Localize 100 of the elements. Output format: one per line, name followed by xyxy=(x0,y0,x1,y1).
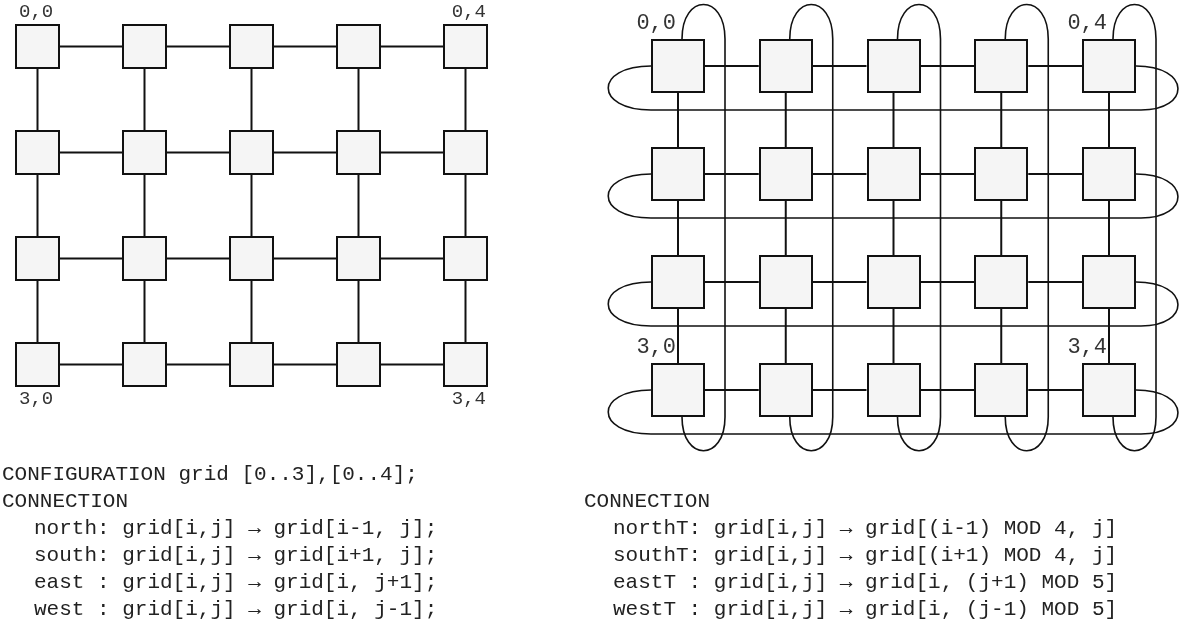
coordinate-label: 3,4 xyxy=(1067,337,1107,359)
code-line: CONNECTION xyxy=(2,489,129,515)
processor-box xyxy=(229,236,274,281)
processor-box xyxy=(122,342,167,387)
processor-box xyxy=(122,236,167,281)
processor-box xyxy=(1082,39,1136,93)
processor-box xyxy=(15,24,60,69)
connector-line xyxy=(59,363,123,366)
connector-line xyxy=(677,92,679,148)
connector-line xyxy=(143,68,146,131)
connector-line xyxy=(357,174,360,237)
processor-box xyxy=(443,130,488,175)
connector-line xyxy=(36,174,39,237)
connector-line xyxy=(273,151,337,154)
coordinate-label: 0,0 xyxy=(636,13,676,35)
processor-box xyxy=(15,130,60,175)
processor-box xyxy=(866,255,921,309)
processor-box xyxy=(866,363,921,417)
code-line: CONFIGURATION grid [0..3],[0..4]; xyxy=(2,462,418,488)
processor-box xyxy=(336,236,381,281)
connector-line xyxy=(1027,173,1083,175)
connector-line xyxy=(1027,281,1083,283)
wraparound-connector xyxy=(607,281,1179,327)
connector-line xyxy=(784,200,787,256)
connector-line xyxy=(273,363,337,366)
connector-line xyxy=(357,68,360,131)
connector-line xyxy=(677,308,679,364)
wraparound-connector xyxy=(788,3,834,452)
connector-line xyxy=(704,65,760,67)
wraparound-connector xyxy=(681,3,726,452)
processor-box xyxy=(974,363,1029,417)
connector-line xyxy=(811,173,868,175)
wraparound-connector xyxy=(1004,3,1050,452)
processor-box xyxy=(651,147,705,201)
code-line: CONNECTION xyxy=(584,489,711,515)
connector-line xyxy=(1000,200,1003,256)
connector-line xyxy=(919,281,976,283)
code-line: westT : grid[i,j] → grid[i, (j-1) MOD 5] xyxy=(613,597,1118,623)
processor-box xyxy=(651,255,705,309)
processor-box xyxy=(974,39,1029,93)
connector-line xyxy=(892,200,895,256)
connector-line xyxy=(464,174,467,237)
coordinate-label: 3,0 xyxy=(19,390,54,409)
connector-line xyxy=(1000,92,1003,148)
processor-box xyxy=(15,236,60,281)
code-line: north: grid[i,j] → grid[i-1, j]; xyxy=(34,516,438,542)
processor-box xyxy=(122,24,167,69)
processor-box xyxy=(974,147,1029,201)
connector-line xyxy=(166,45,230,48)
connector-line xyxy=(811,281,868,283)
processor-box xyxy=(336,24,381,69)
connector-line xyxy=(59,45,123,48)
coordinate-label: 3,0 xyxy=(636,337,676,359)
connector-line xyxy=(464,280,467,343)
connector-line xyxy=(892,92,895,148)
connector-line xyxy=(919,65,976,67)
wraparound-connector xyxy=(896,3,942,452)
connector-line xyxy=(250,174,253,237)
connector-line xyxy=(1108,92,1110,148)
processor-box xyxy=(974,255,1029,309)
wraparound-connector xyxy=(607,389,1179,435)
processor-box xyxy=(758,363,813,417)
processor-box xyxy=(336,342,381,387)
connector-line xyxy=(380,363,444,366)
wraparound-connector xyxy=(1112,3,1157,452)
code-line: south: grid[i,j] → grid[i+1, j]; xyxy=(34,543,438,569)
connector-line xyxy=(784,92,787,148)
processor-box xyxy=(651,363,705,417)
connector-line xyxy=(1027,65,1083,67)
processor-box xyxy=(443,236,488,281)
processor-box xyxy=(758,255,813,309)
connector-line xyxy=(811,389,868,391)
processor-box xyxy=(758,39,813,93)
processor-box xyxy=(229,342,274,387)
coordinate-label: 3,4 xyxy=(451,390,486,409)
connector-line xyxy=(811,65,868,67)
connector-line xyxy=(1000,308,1003,364)
connector-line xyxy=(143,174,146,237)
processor-box xyxy=(15,342,60,387)
coordinate-label: 0,0 xyxy=(19,3,54,22)
connector-line xyxy=(380,257,444,260)
connector-line xyxy=(166,363,230,366)
processor-box xyxy=(229,24,274,69)
connector-line xyxy=(273,257,337,260)
processor-box xyxy=(443,24,488,69)
connector-line xyxy=(1027,389,1083,391)
processor-box xyxy=(866,147,921,201)
connector-line xyxy=(464,68,467,131)
connector-line xyxy=(784,308,787,364)
coordinate-label: 0,4 xyxy=(1067,13,1107,35)
connector-line xyxy=(704,173,760,175)
code-line: southT: grid[i,j] → grid[(i+1) MOD 4, j] xyxy=(613,543,1118,569)
connector-line xyxy=(380,45,444,48)
wraparound-connector xyxy=(607,65,1179,111)
connector-line xyxy=(704,281,760,283)
processor-box xyxy=(758,147,813,201)
processor-box xyxy=(229,130,274,175)
processor-box xyxy=(651,39,705,93)
connector-line xyxy=(1108,308,1110,364)
connector-line xyxy=(36,280,39,343)
